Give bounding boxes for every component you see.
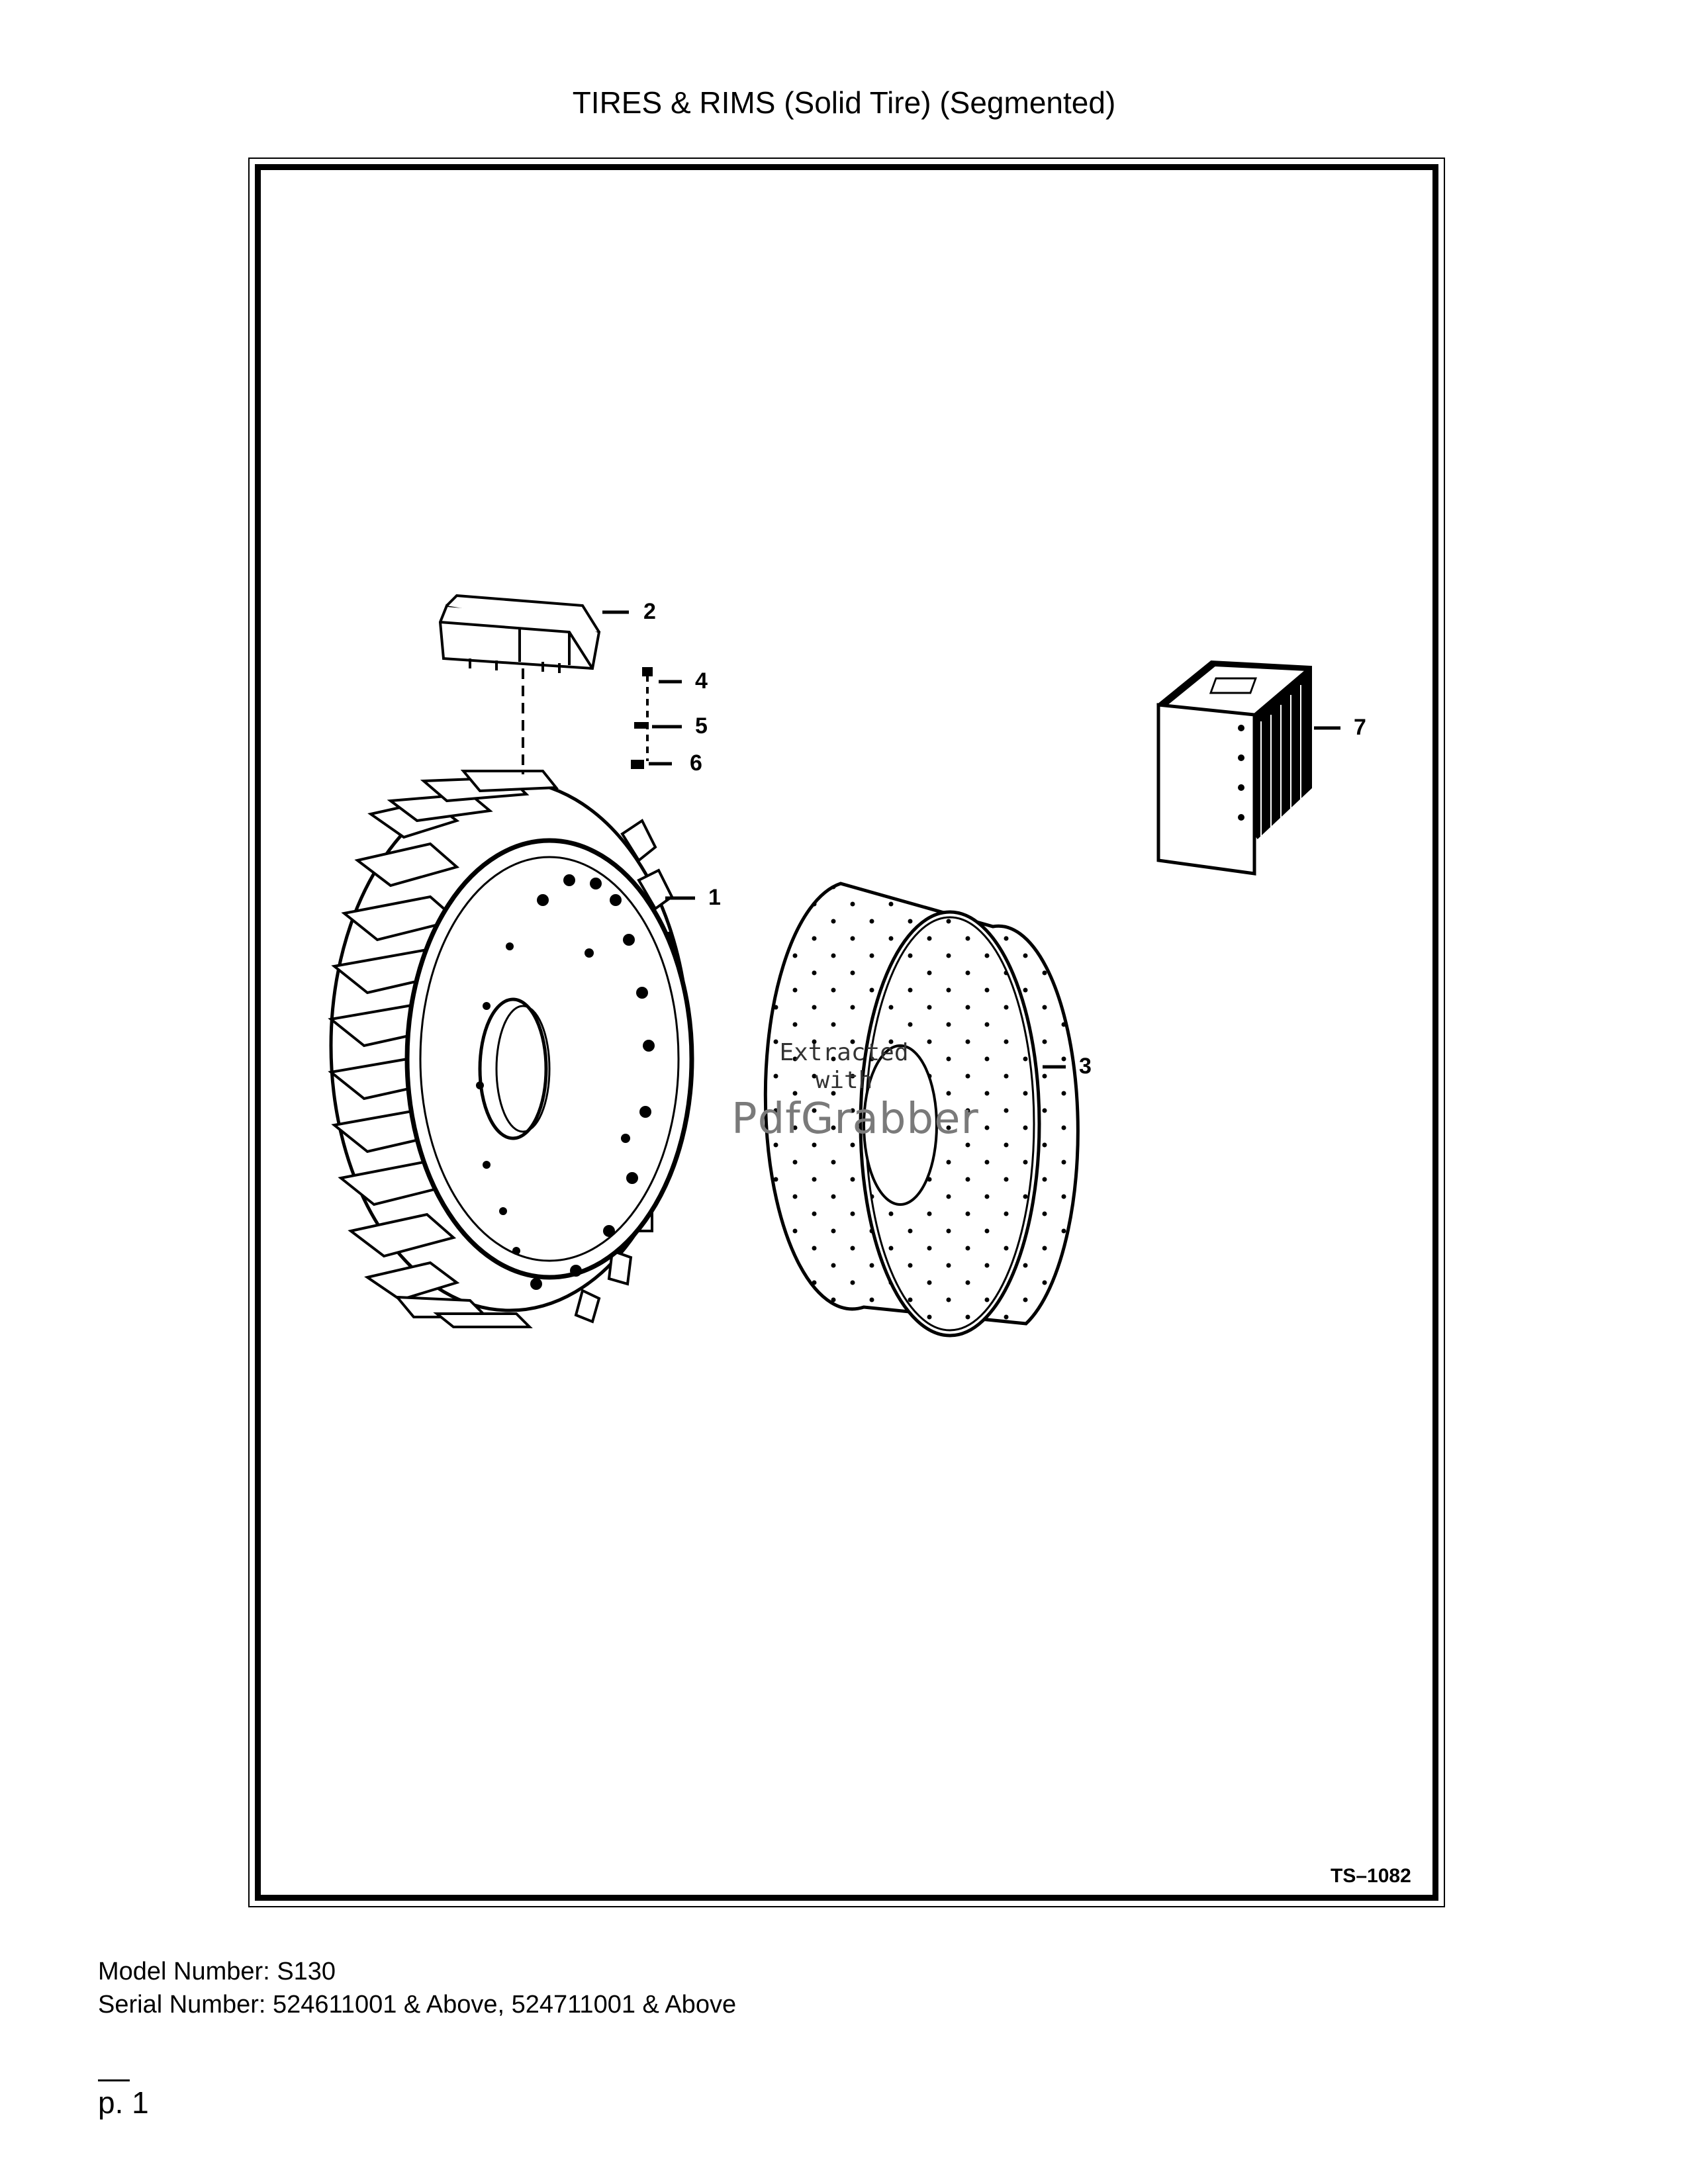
callout-6: 6 [690,751,702,776]
drawing-code: TS–1082 [1331,1865,1411,1887]
callout-3: 3 [1079,1054,1092,1079]
tire-segment-part-2 [438,594,629,774]
watermark-brand: PdfGrabber [731,1095,979,1144]
callout-5: 5 [695,713,708,739]
footer-rule [98,2079,130,2081]
insert-ring-part-3 [763,882,1080,1338]
pdfgrabber-watermark: Extracted with PdfGrabber [731,1039,979,1144]
tire-with-rim-part-1 [328,770,695,1328]
hardware-parts-4-5-6 [631,667,682,769]
callout-2: 2 [643,599,656,624]
callout-1: 1 [708,885,721,910]
watermark-line-1: Extracted [779,1039,909,1066]
kit-box-part-7 [1156,660,1340,876]
model-number: Model Number: S130 [98,1958,336,1985]
page-number: p. 1 [98,2085,149,2120]
callout-4: 4 [695,668,708,694]
page-title: TIRES & RIMS (Solid Tire) (Segmented) [572,85,1116,120]
callout-7: 7 [1354,715,1366,740]
watermark-line-2: with [815,1067,873,1094]
drawing-frame-outer [248,158,1445,1907]
drawing-frame [255,164,1438,1901]
serial-number: Serial Number: 524611001 & Above, 524711… [98,1991,737,2019]
